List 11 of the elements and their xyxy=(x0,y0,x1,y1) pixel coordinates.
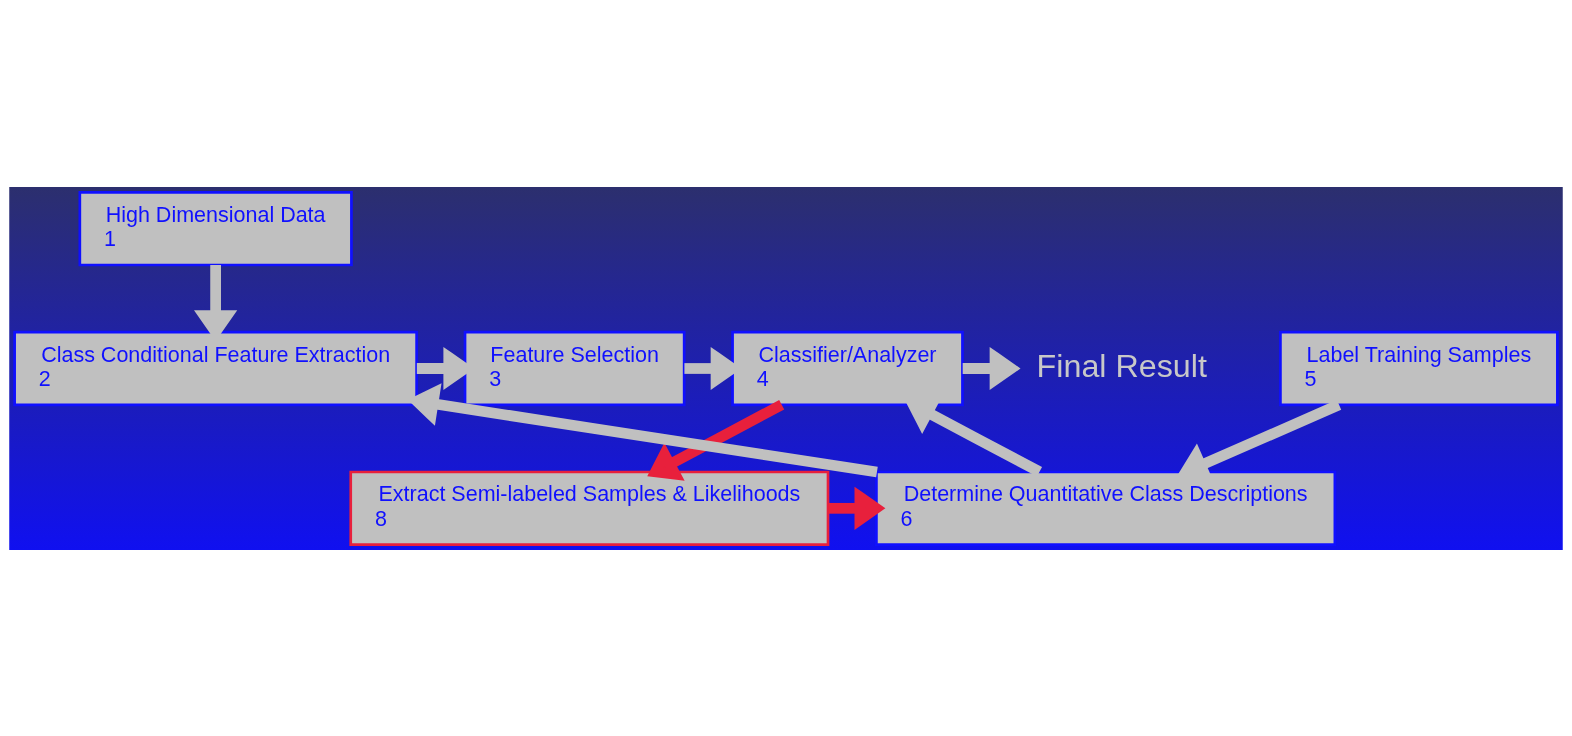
arrow xyxy=(828,486,886,530)
arrow xyxy=(647,399,785,481)
node-box: Determine Quantitative Class Descriptions 6 xyxy=(875,470,1337,546)
node-box: Extract Semi-labeled Samples & Likelihoods 8 xyxy=(349,470,830,546)
node-box: High Dimensional Data 1 xyxy=(78,190,353,266)
arrow xyxy=(962,346,1021,390)
node-text: Final Result xyxy=(1036,347,1207,384)
node-box: Classifier/Analyzer 4 xyxy=(731,330,964,406)
node-box: Feature Selection 3 xyxy=(463,330,686,406)
node-box: Class Conditional Feature Extraction 2 xyxy=(13,330,418,406)
node-box: Label Training Samples 5 xyxy=(1279,330,1559,406)
